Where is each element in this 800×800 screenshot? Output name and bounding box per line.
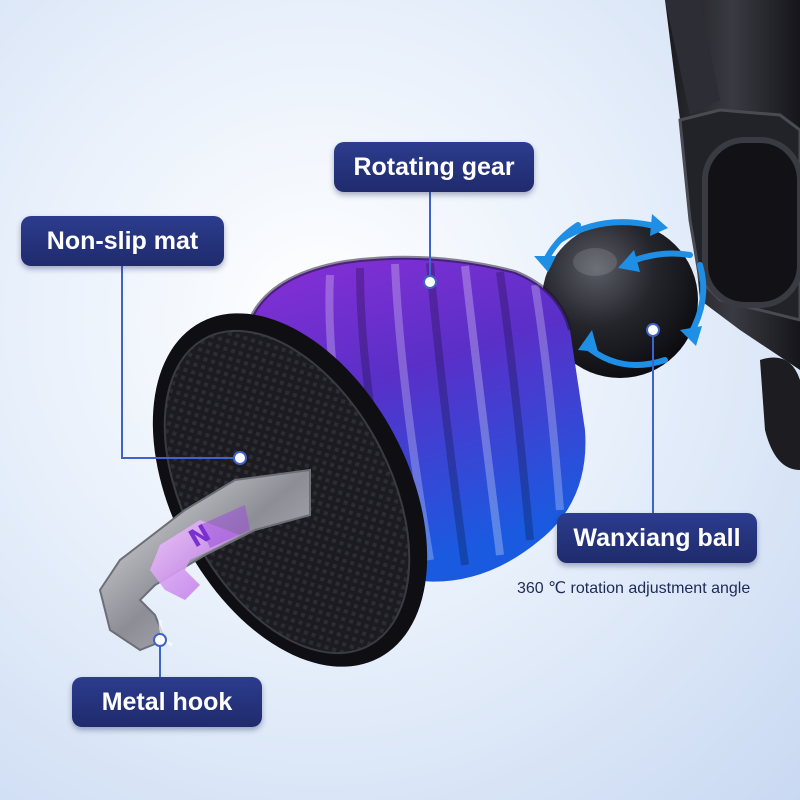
label-rotating-gear: Rotating gear	[334, 142, 534, 192]
metal-hook: N	[98, 468, 311, 652]
leader-line-mat	[121, 266, 240, 459]
rotation-arrows-icon	[534, 214, 707, 368]
label-non-slip-mat: Non-slip mat	[21, 216, 224, 266]
leader-dot-icon	[153, 275, 660, 647]
rotation-caption: 360 ℃ rotation adjustment angle	[517, 580, 751, 597]
label-metal-hook: Metal hook	[72, 677, 262, 727]
label-wanxiang-ball: Wanxiang ball	[557, 513, 757, 563]
wanxiang-ball	[542, 222, 698, 378]
clamp-body	[665, 0, 800, 470]
